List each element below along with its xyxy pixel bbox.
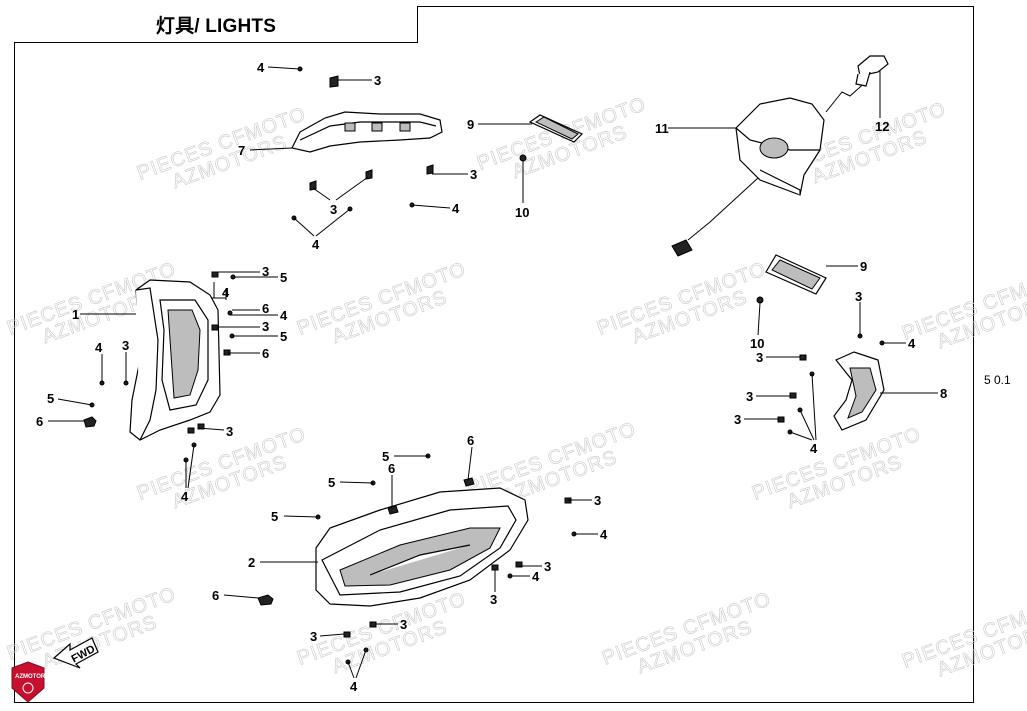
callout-4: 4: [280, 308, 288, 323]
callout-3: 3: [122, 338, 129, 353]
callout-4: 4: [350, 679, 358, 694]
logo-text: AZMOTORS: [15, 674, 49, 680]
part-9-rear-reflector: [756, 254, 827, 304]
callout-5: 5: [280, 270, 287, 285]
azmotors-logo: AZMOTORS: [11, 661, 49, 703]
callout-4: 4: [257, 60, 265, 75]
callout-6: 6: [262, 346, 269, 361]
callout-6: 6: [467, 433, 474, 448]
callout-5: 5: [382, 449, 389, 464]
callout-4: 4: [312, 237, 320, 252]
diagram-frame: [14, 6, 974, 703]
callout-3: 3: [400, 617, 407, 632]
fwd-arrow-icon: FWD: [52, 637, 99, 669]
callout-10: 10: [515, 205, 529, 220]
callout-2: 2: [248, 555, 255, 570]
part-8-rear-marker: [777, 333, 885, 435]
callout-6: 6: [212, 588, 219, 603]
callout-11: 11: [655, 121, 669, 136]
callout-9: 9: [860, 259, 867, 274]
callout-4: 4: [452, 201, 460, 216]
callout-3: 3: [262, 264, 269, 279]
callout-4: 4: [600, 527, 608, 542]
callout-6: 6: [36, 414, 43, 429]
side-note: 5 0.1: [984, 373, 1011, 387]
callout-3: 3: [374, 73, 381, 88]
callout-4: 4: [95, 340, 103, 355]
callout-3: 3: [330, 202, 337, 217]
page-title: 灯具/ LIGHTS: [155, 16, 277, 37]
title-box: [14, 6, 418, 43]
callout-9: 9: [467, 117, 474, 132]
callout-3: 3: [756, 350, 763, 365]
callout-3: 3: [734, 412, 741, 427]
callout-3: 3: [490, 592, 497, 607]
callout-5: 5: [271, 509, 278, 524]
callout-12: 12: [875, 119, 889, 134]
callout-3: 3: [855, 289, 862, 304]
leader-lines: [48, 66, 938, 679]
part-7-front-trim-bracket: [291, 66, 443, 221]
callout-3: 3: [470, 167, 477, 182]
callout-3: 3: [262, 319, 269, 334]
callout-3: 3: [310, 629, 317, 644]
callout-4: 4: [908, 336, 916, 351]
callout-4: 4: [532, 569, 540, 584]
callout-3: 3: [746, 389, 753, 404]
callout-10: 10: [750, 336, 764, 351]
part-2-lower-headlight: [257, 453, 577, 665]
callout-5: 5: [328, 475, 335, 490]
callout-labels: 4 3 7 3 4 3 4 9 10 1 3 5 4 6 4 3 5 6 4 3…: [36, 60, 947, 694]
callout-5: 5: [47, 391, 54, 406]
callout-3: 3: [226, 424, 233, 439]
part-9-upper-reflector: [519, 114, 584, 162]
callout-1: 1: [72, 307, 79, 322]
callout-4: 4: [181, 489, 189, 504]
callout-6: 6: [388, 461, 395, 476]
callout-4: 4: [810, 441, 818, 456]
callout-3: 3: [594, 493, 601, 508]
callout-3: 3: [544, 559, 551, 574]
callout-7: 7: [238, 143, 245, 158]
callout-4: 4: [222, 285, 230, 300]
callout-5: 5: [280, 329, 287, 344]
callout-8: 8: [940, 386, 947, 401]
callout-6: 6: [262, 301, 269, 316]
part-11-tail-light: [671, 55, 889, 257]
